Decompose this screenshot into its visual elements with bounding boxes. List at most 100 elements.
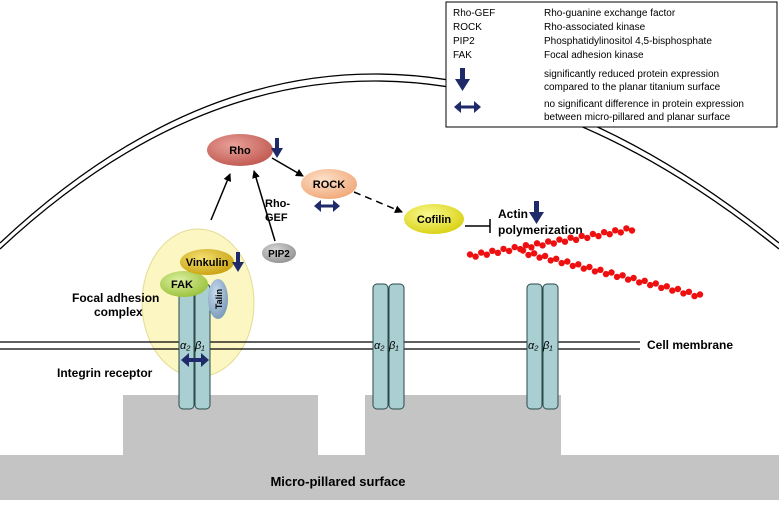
actin-reduced-icon [529, 201, 544, 224]
rock-node [301, 169, 357, 199]
alpha-label: α₂ [528, 340, 539, 352]
actin-bead [595, 232, 602, 240]
actin-bead [680, 290, 687, 297]
actin-bead [494, 249, 502, 256]
actin-bead [623, 225, 630, 232]
fak-label: FAK [171, 279, 193, 291]
actin-bead [602, 270, 610, 278]
legend-def-rock: Rho-associated kinase [544, 22, 646, 33]
arrow-rho-to-rock [271, 157, 304, 177]
pip2-label: PIP2 [268, 249, 290, 260]
actin-bead [569, 262, 576, 270]
alpha-label: α₂ [374, 340, 385, 352]
cell-membrane-curve [0, 73, 779, 250]
rho-node [207, 134, 273, 166]
actin-bead [547, 257, 554, 264]
vinkulin-reduced-icon [232, 252, 244, 272]
legend-term-fak: FAK [453, 50, 472, 61]
rho-gef-label-line2: GEF [265, 212, 288, 224]
integrin-no-difference-icon [181, 353, 209, 367]
micro-pillared-surface: Micro-pillared surface [0, 395, 779, 500]
beta-label: β₁ [388, 340, 399, 352]
actin-bead [519, 247, 527, 254]
actin-bead [533, 240, 541, 247]
cofilin-label: Cofilin [417, 214, 451, 226]
legend-box: Rho-GEF Rho-guanine exchange factor ROCK… [445, 1, 778, 128]
actin-bead [536, 254, 543, 261]
actin-bead [630, 274, 637, 282]
legend-down-text-line2: compared to the planar titanium surface [544, 82, 721, 93]
actin-bead [505, 247, 513, 255]
integrin-receptor-label: Integrin receptor [57, 366, 153, 380]
legend-def-rho-gef: Rho-guanine exchange factor [544, 8, 676, 19]
actin-bead [575, 261, 582, 268]
arrow-vinkulin-to-rho [210, 173, 232, 221]
alpha-label: α₂ [180, 340, 191, 352]
actin-bead [567, 234, 574, 241]
pip2-node [262, 243, 296, 263]
actin-bead [600, 229, 608, 236]
actin-bead [466, 251, 474, 258]
actin-bead [628, 227, 636, 234]
actin-bead [636, 279, 643, 286]
legend-double-arrow-icon [454, 101, 481, 113]
legend-def-fak: Focal adhesion kinase [544, 50, 644, 61]
actin-bead [612, 227, 619, 234]
actin-bead [691, 292, 698, 300]
actin-bead [674, 285, 682, 293]
pathway-arrows [210, 157, 491, 242]
rho-reduced-icon [271, 138, 283, 158]
legend-def-pip2: Phosphatidylinositol 4,5-bisphosphate [544, 36, 712, 47]
actin-bead [647, 281, 654, 289]
actin-bead [553, 255, 560, 262]
actin-bead [619, 272, 626, 279]
legend-double-text-line1: no significant difference in protein exp… [544, 99, 744, 110]
actin-bead [589, 230, 597, 238]
arrow-pip2-to-rho [252, 170, 276, 242]
actin-bead [685, 288, 693, 295]
actin-bead [617, 229, 624, 236]
actin-bead [550, 240, 557, 247]
fak-node [160, 271, 208, 297]
actin-bead [561, 238, 569, 245]
actin-bead [541, 252, 549, 260]
actin-bead [500, 245, 507, 253]
actin-bead [591, 268, 599, 275]
actin-bead [511, 243, 518, 251]
actin-label-line1: Actin [498, 207, 528, 221]
legend-term-pip2: PIP2 [453, 36, 475, 47]
focal-adhesion-label-line2: complex [94, 305, 143, 319]
actin-bead [522, 242, 530, 249]
actin-bead [556, 236, 563, 243]
actin-bead [564, 258, 571, 265]
actin-bead [696, 291, 704, 298]
actin-bead [586, 263, 593, 271]
vinkulin-node [180, 249, 234, 275]
cell-membrane-label: Cell membrane [647, 338, 733, 352]
actin-bead [572, 236, 580, 243]
legend-term-rho-gef: Rho-GEF [453, 8, 495, 19]
actin-bead [539, 242, 546, 249]
rock-no-difference-icon [314, 200, 340, 212]
actin-bead [658, 284, 665, 292]
actin-bead [530, 250, 538, 257]
actin-bead [472, 253, 479, 260]
actin-filaments [466, 225, 704, 300]
legend-down-arrow-icon [455, 68, 470, 91]
actin-bead [613, 273, 621, 281]
rock-label: ROCK [313, 179, 345, 191]
integrin-receptor-1: α₂ β₁ [178, 283, 211, 410]
actin-bead [584, 234, 591, 242]
actin-bead [608, 269, 615, 276]
beta-label: β₁ [542, 340, 553, 352]
actin-bead [483, 251, 490, 258]
actin-bead [663, 283, 670, 290]
rho-label: Rho [229, 145, 251, 157]
vinkulin-label: Vinkulin [186, 257, 229, 269]
talin-node [208, 279, 228, 319]
actin-bead [652, 280, 659, 287]
actin-bead [641, 277, 648, 284]
actin-bead [528, 244, 535, 251]
